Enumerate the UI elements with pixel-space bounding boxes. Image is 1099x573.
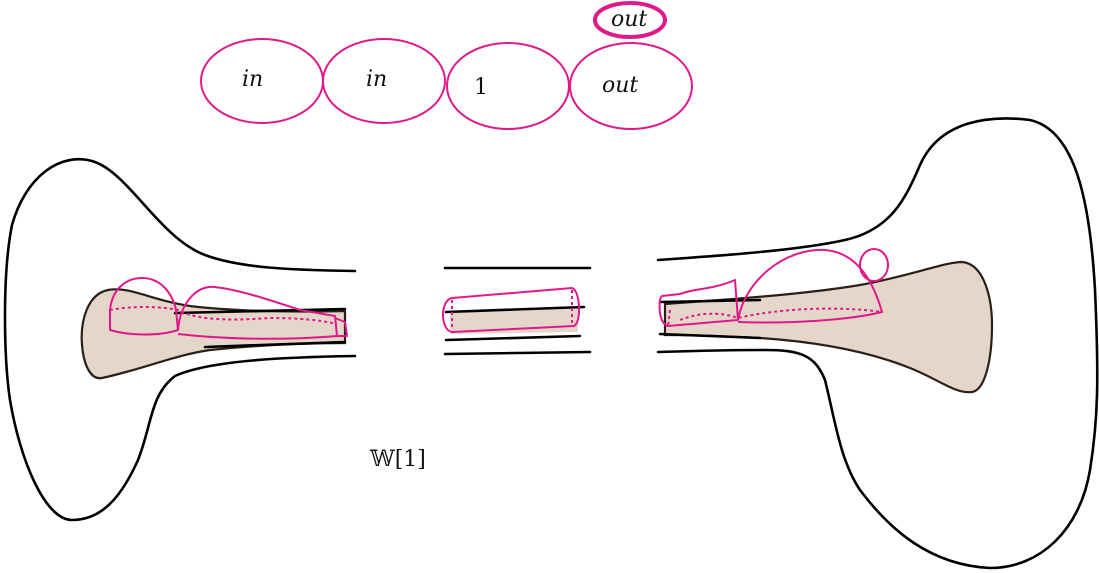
left-blob bbox=[3, 157, 357, 522]
bubble-in-2 bbox=[322, 38, 446, 124]
left-horn-top-edge bbox=[173, 307, 347, 315]
middle-bottom-line bbox=[443, 350, 592, 356]
right-horn bbox=[663, 260, 994, 394]
left-magenta-cap bbox=[334, 317, 348, 337]
bubble-in-1-label: in bbox=[242, 67, 263, 92]
middle-horn-top bbox=[444, 305, 586, 314]
left-magenta-dome-1 bbox=[109, 277, 179, 336]
bubble-out-label: out bbox=[602, 73, 638, 98]
right-magenta-small-bubble bbox=[859, 248, 889, 282]
middle-magenta-dash bbox=[451, 290, 573, 330]
main-label: 𝕎[1] bbox=[369, 447, 426, 472]
bubble-in-2-label: in bbox=[366, 67, 387, 92]
middle-tube bbox=[442, 266, 592, 356]
bubble-row: in in 1 out out bbox=[200, 1, 693, 130]
left-magenta-dashes bbox=[109, 306, 338, 325]
middle-horn-bottom bbox=[444, 334, 582, 342]
right-magenta-dashes bbox=[667, 307, 883, 327]
bubble-1-label: 1 bbox=[474, 75, 488, 100]
bubble-1 bbox=[446, 42, 570, 130]
bubble-out-top-label: out bbox=[611, 7, 647, 32]
left-horn-bottom-edge bbox=[203, 340, 347, 349]
right-blob-outline bbox=[656, 117, 1099, 570]
bubble-out bbox=[569, 42, 693, 130]
right-magenta-small-cyl bbox=[658, 279, 739, 327]
bubble-out-top bbox=[593, 1, 667, 39]
middle-magenta-cylinder bbox=[442, 287, 580, 333]
left-blob-outline bbox=[3, 157, 357, 522]
right-blob bbox=[656, 117, 1099, 570]
left-magenta-dome-2 bbox=[177, 285, 338, 340]
right-horn-bottom-edge bbox=[658, 332, 762, 340]
